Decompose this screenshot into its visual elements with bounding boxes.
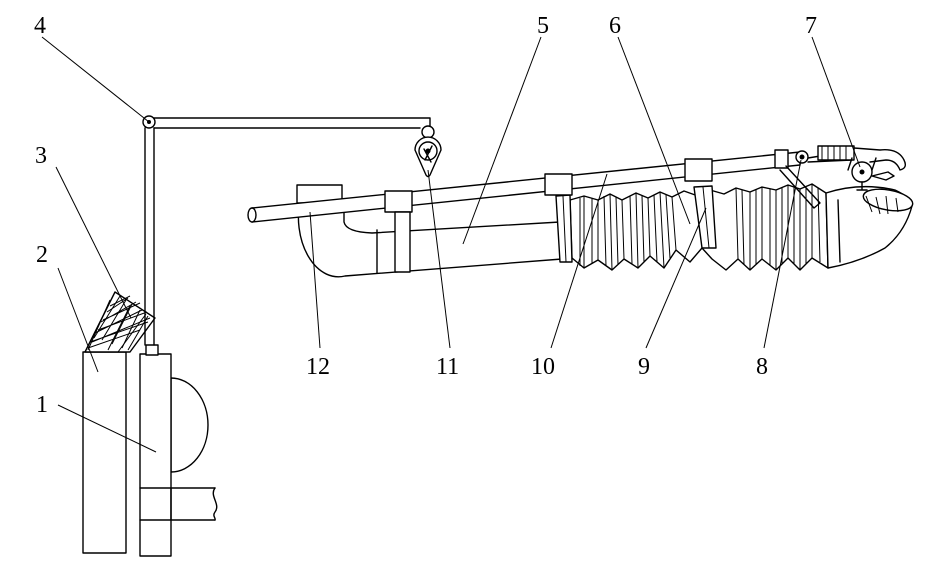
rod-bracket-middle [544, 173, 573, 196]
suction-nozzle [825, 185, 914, 269]
part-7-handle-assembly [817, 145, 907, 191]
label-6: 6 [609, 13, 621, 39]
label-5: 5 [537, 13, 549, 39]
part-1-main-column [139, 344, 218, 557]
part-9-hose-clamp [555, 185, 717, 263]
rod-bracket-left [384, 190, 413, 273]
label-9: 9 [638, 354, 650, 380]
label-8: 8 [756, 354, 768, 380]
label-11: 11 [436, 354, 459, 380]
label-7: 7 [805, 13, 817, 39]
part-3-coiled-hose [84, 291, 156, 353]
label-3: 3 [35, 143, 47, 169]
label-10: 10 [531, 354, 555, 380]
lifting-frame [142, 115, 431, 346]
label-2: 2 [36, 242, 48, 268]
label-4: 4 [34, 13, 46, 39]
part-2-housing-post [82, 351, 127, 554]
leader-lines [41, 36, 861, 453]
label-1: 1 [36, 392, 48, 418]
label-12: 12 [306, 354, 330, 380]
rod-bracket-end [774, 149, 821, 209]
rod-bracket-right [684, 158, 713, 182]
part-8-pivot-pin [795, 150, 809, 164]
part-11-pulley-block [414, 125, 442, 178]
